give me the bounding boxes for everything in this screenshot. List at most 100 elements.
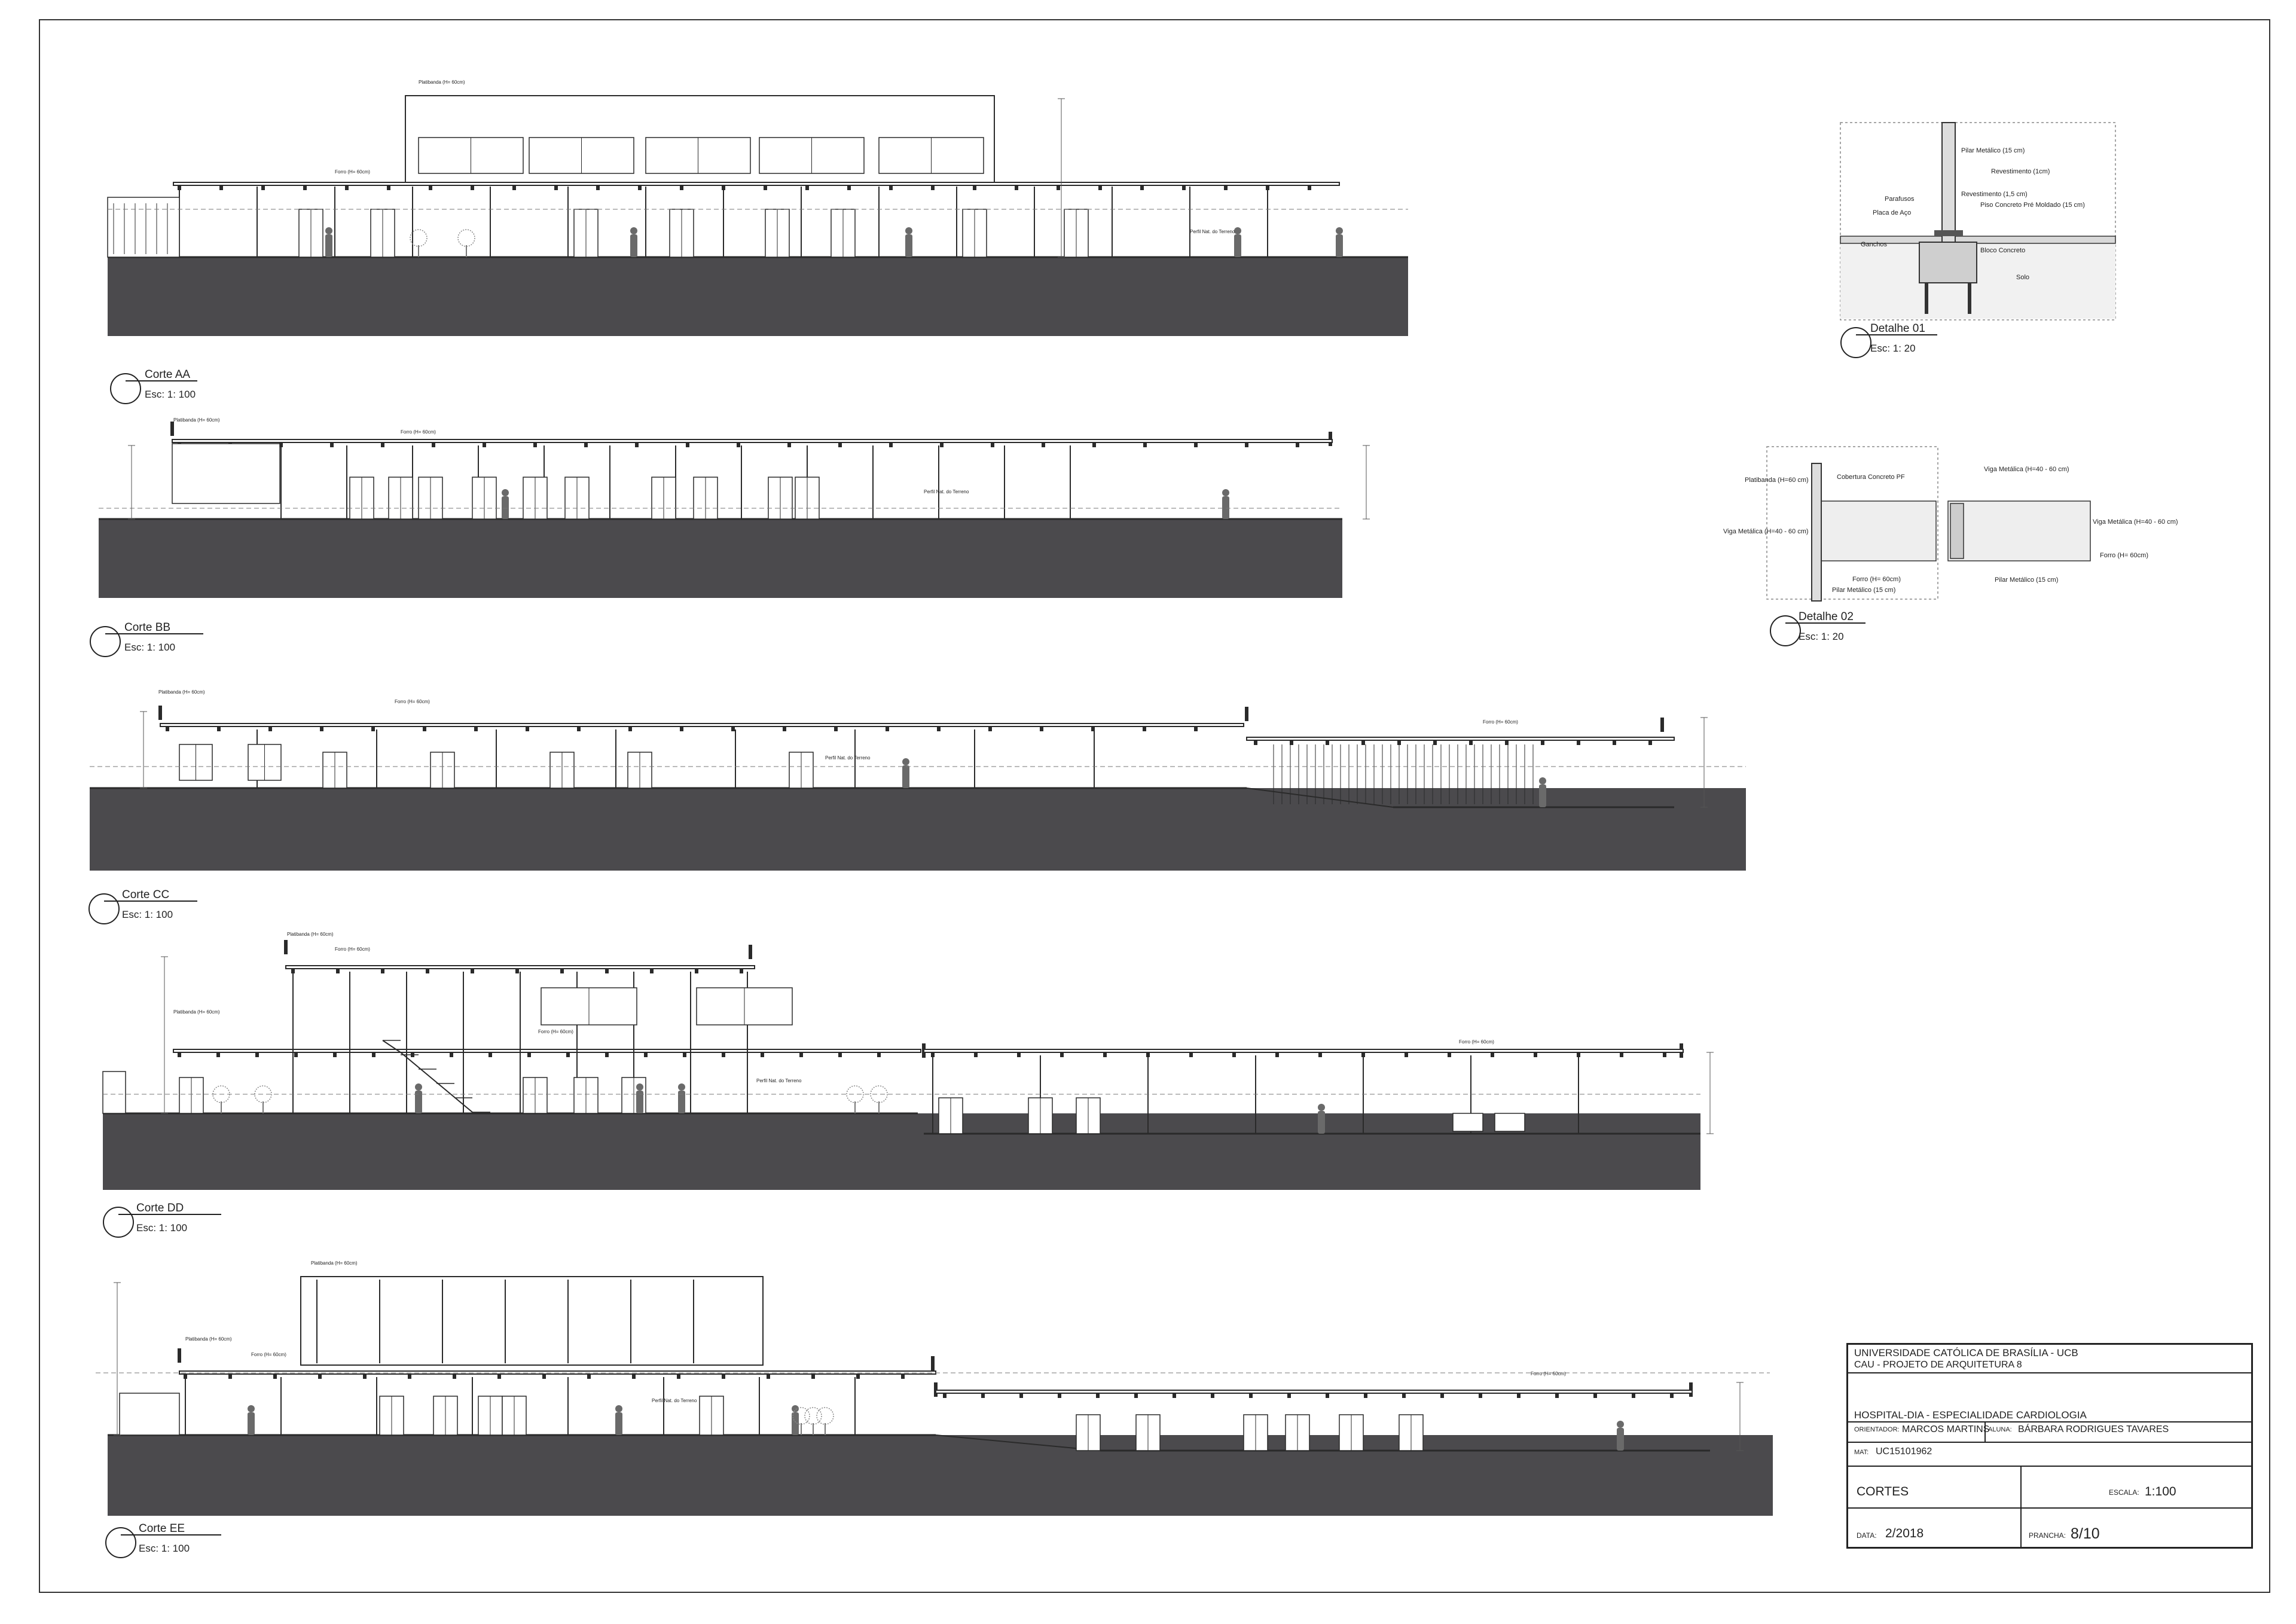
- caption-scale: Esc: 1: 100: [124, 642, 175, 653]
- beam-mark: [1505, 740, 1509, 745]
- annotation-platibanda: Platibanda (H= 60cm): [311, 1260, 358, 1266]
- beam-mark: [533, 442, 537, 447]
- covered-area: [172, 443, 280, 504]
- beam-mark: [834, 726, 838, 731]
- caption-scale: Esc: 1: 100: [122, 909, 173, 920]
- equipment: [1452, 1113, 1483, 1132]
- caption-corte-aa: Corte AA Esc: 1: 100: [110, 368, 197, 404]
- caption-scale: Esc: 1: 100: [136, 1222, 187, 1234]
- mat-label: MAT:: [1854, 1449, 1869, 1456]
- beam-mark: [560, 969, 564, 973]
- beam-mark: [1254, 740, 1257, 745]
- beam-mark: [381, 969, 384, 973]
- annotation-platibanda: Platibanda (H= 60cm): [158, 689, 205, 695]
- beam-mark: [330, 442, 334, 447]
- annotation-platibanda: Platibanda (H= 60cm): [173, 1009, 220, 1015]
- person-figure: [902, 758, 909, 765]
- beam-mark: [1245, 442, 1248, 447]
- annotation-perfil: Perfil Nat. do Terreno: [756, 1078, 802, 1083]
- beam-mark: [683, 1052, 686, 1057]
- beam-mark: [228, 1374, 232, 1379]
- caption-corte-bb: Corte BB Esc: 1: 100: [90, 621, 203, 657]
- beam-mark: [931, 1052, 935, 1057]
- student-label: ALUNA:: [1988, 1426, 2012, 1433]
- beam-mark: [1613, 740, 1616, 745]
- person-figure: [792, 1405, 799, 1412]
- beam-mark: [677, 1374, 680, 1379]
- beam-mark: [408, 1374, 411, 1379]
- beam-mark: [686, 442, 689, 447]
- beam-mark: [255, 1052, 259, 1057]
- title-block-sheet: CORTES ESCALA: 1:100 DATA: 2/2018 PRANCH…: [1848, 1467, 2251, 1548]
- beam-mark: [363, 1374, 367, 1379]
- beam-mark: [722, 1374, 725, 1379]
- sheet-number-label: PRANCHA:: [2029, 1531, 2066, 1540]
- annotation-perfil: Perfil Nat. do Terreno: [825, 755, 871, 761]
- beam-mark: [638, 185, 642, 190]
- beam-mark: [799, 1052, 803, 1057]
- person-figure: [1336, 234, 1343, 257]
- beam-mark: [1040, 726, 1043, 731]
- beam-mark: [471, 969, 474, 973]
- beam-mark: [1448, 1052, 1451, 1057]
- annotation-perfil: Perfil Nat. do Terreno: [924, 489, 969, 494]
- beam-mark: [294, 1052, 298, 1057]
- beam-mark: [787, 442, 791, 447]
- beam-mark: [320, 726, 323, 731]
- detail-02-label: Cobertura Concreto PF: [1837, 474, 1905, 481]
- detail-01-label: Placa de Aço: [1873, 209, 1911, 216]
- beam-mark: [1364, 1393, 1367, 1398]
- beam-mark: [973, 185, 976, 190]
- person-figure: [678, 1083, 685, 1091]
- project-name: HOSPITAL-DIA - ESPECIALIDADE CARDIOLOGIA: [1854, 1409, 2087, 1421]
- beam-mark: [261, 185, 265, 190]
- person-figure: [1318, 1111, 1325, 1134]
- detail-02-slab: [1819, 500, 1937, 561]
- roof-slab: [172, 439, 1333, 443]
- beam-mark: [1287, 1393, 1291, 1398]
- person-figure: [1539, 784, 1546, 807]
- tree: [816, 1407, 834, 1425]
- person-figure: [1539, 777, 1546, 784]
- person-figure: [248, 1405, 255, 1412]
- beam-mark: [1361, 740, 1365, 745]
- upper-volume: [300, 1276, 764, 1366]
- detail-02-frame: [1766, 446, 1938, 600]
- beam-mark: [596, 185, 600, 190]
- person-figure: [615, 1405, 622, 1412]
- parapet: [931, 1356, 935, 1370]
- person-figure: [636, 1091, 643, 1113]
- detail-02-beam: [1947, 500, 2091, 561]
- beam-mark: [471, 185, 474, 190]
- caption-title: Corte AA: [145, 368, 190, 381]
- person-figure: [615, 1412, 622, 1435]
- detail-02-label: Viga Metálica (H=40 - 60 cm): [2093, 518, 2178, 526]
- beam-mark: [527, 1052, 531, 1057]
- detail-01-title: Detalhe 01: [1870, 322, 1925, 335]
- tree: [792, 1407, 810, 1425]
- person-figure: [630, 234, 637, 257]
- sheet-border: [39, 19, 2270, 1593]
- beam-mark: [943, 1393, 947, 1398]
- beam-mark: [974, 1052, 978, 1057]
- beam-mark: [371, 726, 375, 731]
- beam-mark: [1042, 442, 1045, 447]
- annotation-platibanda: Platibanda (H= 60cm): [287, 932, 334, 937]
- beam-mark: [632, 1374, 636, 1379]
- beam-mark: [811, 1374, 815, 1379]
- beam-mark: [783, 726, 786, 731]
- beam-mark: [1060, 1052, 1064, 1057]
- beam-mark: [217, 726, 221, 731]
- beam-mark: [268, 726, 272, 731]
- beam-mark: [695, 969, 698, 973]
- beam-mark: [1275, 1052, 1279, 1057]
- person-figure: [1318, 1104, 1325, 1111]
- annotation-forro: Forro (H= 60cm): [1531, 1371, 1566, 1376]
- beam-mark: [1670, 1393, 1674, 1398]
- tree: [846, 1085, 864, 1103]
- tree: [457, 229, 475, 247]
- beam-mark: [650, 969, 654, 973]
- beam-mark: [219, 185, 223, 190]
- beam-mark: [1326, 740, 1329, 745]
- person-figure: [325, 234, 332, 257]
